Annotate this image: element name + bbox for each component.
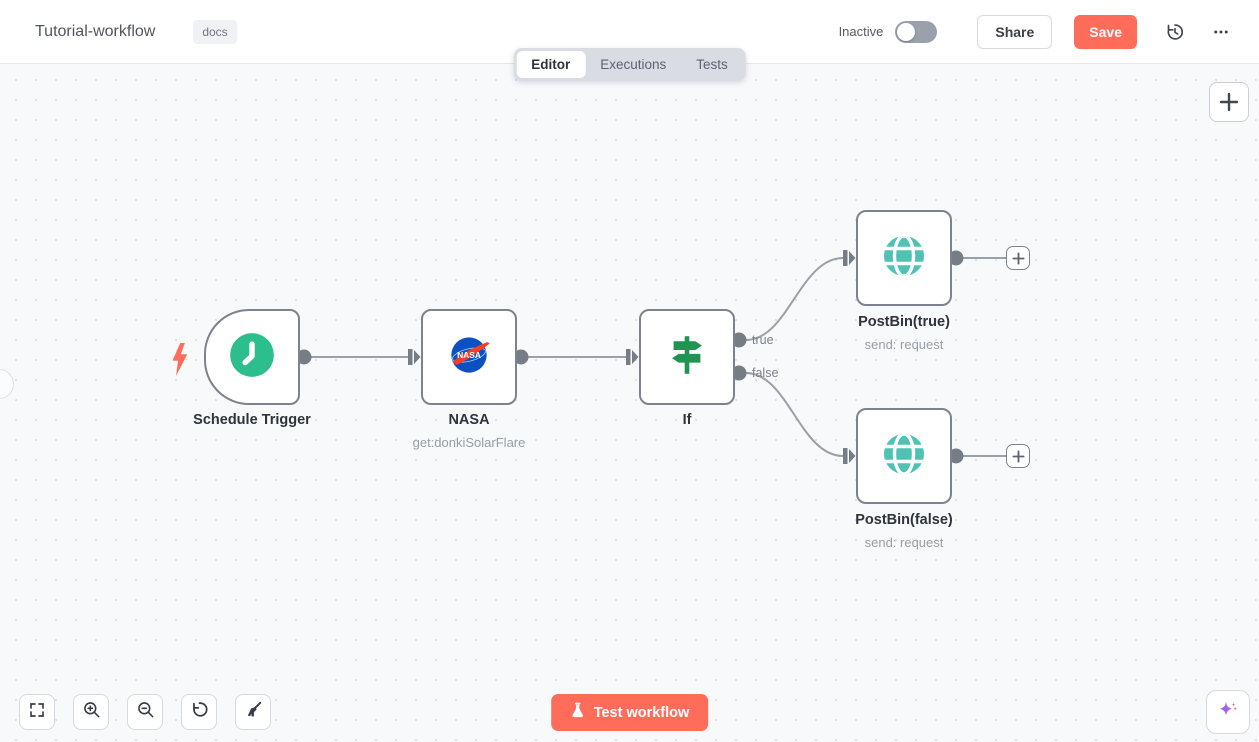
globe-icon bbox=[880, 430, 928, 483]
node-label: PostBin(false) bbox=[855, 512, 953, 528]
workflow-title[interactable]: Tutorial-workflow bbox=[35, 22, 156, 40]
zoom-out-button[interactable] bbox=[127, 694, 163, 730]
tab-tests[interactable]: Tests bbox=[696, 57, 728, 72]
node-subtitle: send: request bbox=[864, 535, 944, 550]
signpost-icon bbox=[664, 332, 710, 383]
if-output-true-label: true bbox=[752, 333, 774, 347]
test-workflow-label: Test workflow bbox=[593, 704, 690, 721]
workflow-canvas[interactable]: Schedule Trigger NASA NASA get:donkiSola… bbox=[0, 64, 1259, 742]
tab-executions[interactable]: Executions bbox=[600, 57, 667, 72]
svg-text:NASA: NASA bbox=[457, 350, 481, 360]
fit-view-button[interactable] bbox=[19, 694, 55, 730]
if-output-false-label: false bbox=[752, 366, 779, 380]
add-connected-node-true-button[interactable] bbox=[1006, 246, 1030, 270]
nasa-logo-icon: NASA bbox=[446, 335, 492, 380]
history-icon[interactable] bbox=[1161, 18, 1189, 46]
ai-sparkle-icon bbox=[1216, 698, 1240, 727]
save-button[interactable]: Save bbox=[1074, 14, 1137, 49]
node-label: PostBin(true) bbox=[858, 314, 950, 330]
add-node-button[interactable] bbox=[1209, 82, 1249, 122]
share-button[interactable]: Share bbox=[977, 14, 1053, 49]
toggle-knob bbox=[897, 22, 916, 41]
zoom-in-icon bbox=[82, 700, 101, 724]
reset-zoom-icon bbox=[190, 700, 209, 724]
test-workflow-button[interactable]: Test workflow bbox=[550, 694, 709, 731]
trigger-bolt-icon[interactable] bbox=[170, 343, 190, 381]
tidy-up-button[interactable] bbox=[235, 694, 271, 730]
clock-icon bbox=[229, 332, 275, 383]
tidy-up-icon bbox=[244, 700, 263, 724]
active-toggle[interactable] bbox=[895, 20, 938, 43]
view-tabs: Editor Executions Tests bbox=[513, 48, 746, 81]
connection-wires bbox=[296, 250, 1006, 464]
flask-icon bbox=[570, 702, 585, 723]
node-postbin-true[interactable] bbox=[856, 210, 952, 306]
add-connected-node-false-button[interactable] bbox=[1006, 444, 1030, 468]
node-if[interactable] bbox=[639, 309, 735, 405]
node-subtitle: send: request bbox=[864, 337, 944, 352]
ai-assistant-button[interactable] bbox=[1206, 690, 1250, 734]
zoom-out-icon bbox=[136, 700, 155, 724]
header-actions: Inactive Share Save bbox=[838, 14, 1235, 49]
node-label: NASA bbox=[448, 412, 490, 428]
zoom-in-button[interactable] bbox=[73, 694, 109, 730]
ellipsis-menu-icon[interactable] bbox=[1207, 18, 1235, 46]
node-label: Schedule Trigger bbox=[193, 412, 311, 428]
node-subtitle: get:donkiSolarFlare bbox=[412, 435, 526, 450]
node-postbin-false[interactable] bbox=[856, 408, 952, 504]
workflow-status-label: Inactive bbox=[838, 24, 884, 39]
workflow-tag-docs[interactable]: docs bbox=[193, 19, 237, 44]
tab-editor[interactable]: Editor bbox=[516, 51, 586, 78]
node-nasa[interactable]: NASA bbox=[421, 309, 517, 405]
reset-zoom-button[interactable] bbox=[181, 694, 217, 730]
node-label: If bbox=[682, 412, 692, 428]
fit-view-icon bbox=[28, 701, 46, 724]
node-schedule-trigger[interactable] bbox=[204, 309, 300, 405]
globe-icon bbox=[880, 232, 928, 285]
